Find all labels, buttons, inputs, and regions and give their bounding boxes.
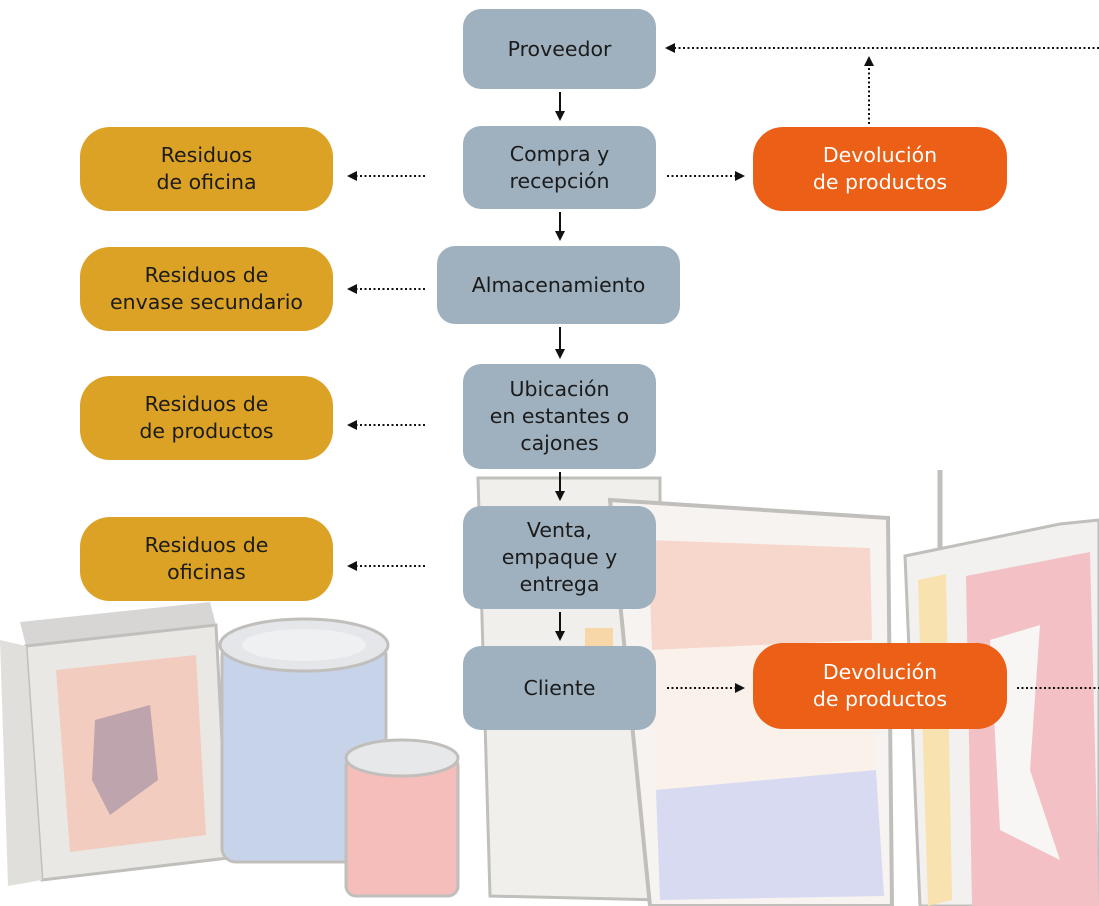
node-compra-recepcion-label: Compra y recepción (509, 141, 610, 193)
node-devolucion-productos-top-label: Devolución de productos (812, 143, 948, 194)
node-ubicacion-label: Ubicación en estantes o cajones (489, 377, 630, 455)
node-cliente-label: Cliente (523, 675, 596, 700)
node-compra-recepcion: Compra y recepción (463, 126, 656, 209)
node-residuos-oficinas-label: Residuos de oficinas (144, 533, 269, 584)
node-residuos-productos-label: Residuos de de productos (139, 392, 274, 443)
node-residuos-envase-label: Residuos de envase secundario (110, 263, 303, 314)
box-illustration-left (0, 602, 230, 886)
node-proveedor-label: Proveedor (507, 36, 612, 61)
node-venta-label: Venta, empaque y entrega (501, 518, 618, 596)
node-devolucion-productos-bottom: Devolución de productos (753, 643, 1007, 729)
node-almacenamiento-label: Almacenamiento (471, 272, 646, 297)
node-residuos-envase: Residuos de envase secundario (80, 247, 333, 331)
node-cliente: Cliente (463, 646, 656, 730)
node-devolucion-productos-bottom-label: Devolución de productos (812, 660, 948, 711)
node-devolucion-productos-top: Devolución de productos (753, 127, 1007, 211)
node-residuos-oficina: Residuos de oficina (80, 127, 333, 211)
can-illustration-red (344, 738, 460, 898)
node-residuos-oficinas: Residuos de oficinas (80, 517, 333, 601)
node-proveedor: Proveedor (463, 9, 656, 89)
node-residuos-oficina-label: Residuos de oficina (156, 143, 257, 194)
node-residuos-productos: Residuos de de productos (80, 376, 333, 460)
node-ubicacion: Ubicación en estantes o cajones (463, 364, 656, 469)
node-venta: Venta, empaque y entrega (463, 506, 656, 609)
node-almacenamiento: Almacenamiento (437, 246, 680, 324)
